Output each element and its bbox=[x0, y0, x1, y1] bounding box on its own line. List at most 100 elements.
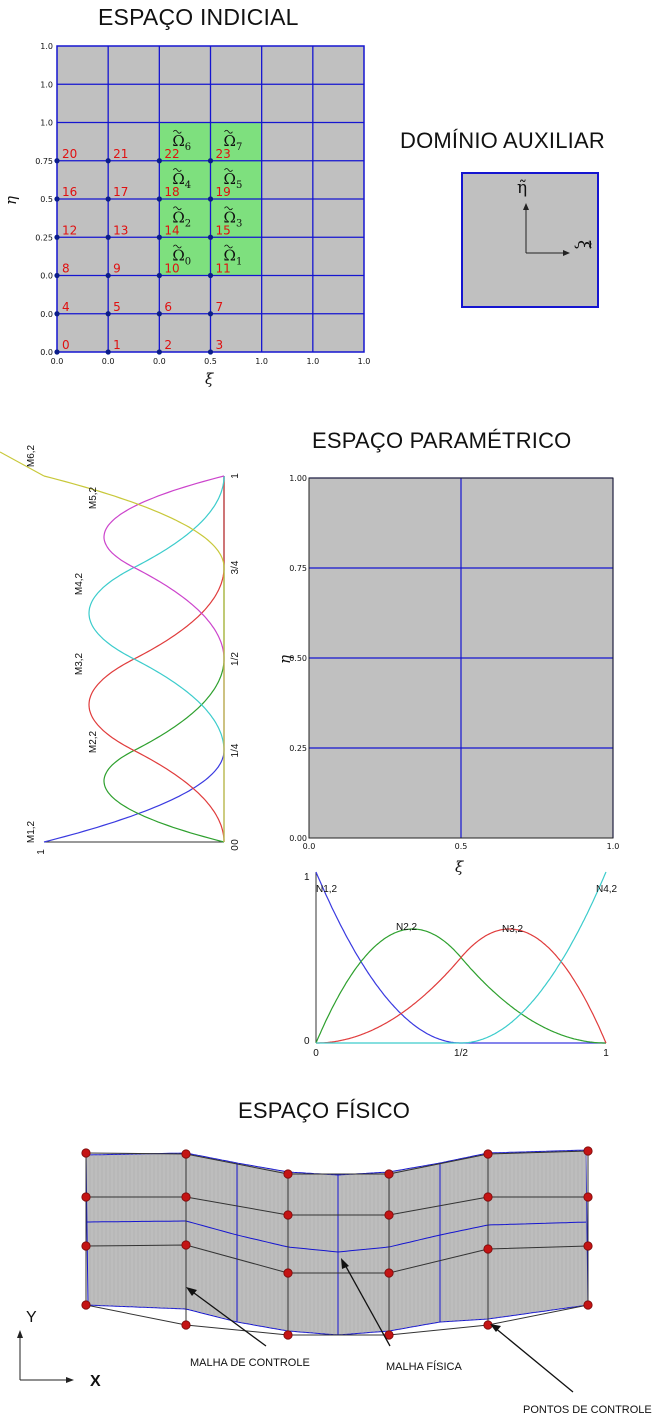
auxiliar-eta-label: η̃ bbox=[517, 178, 527, 198]
basis-xi-curve bbox=[316, 871, 607, 1044]
parametrico-y-tick-label: 0.25 bbox=[289, 744, 307, 753]
parametrico-y-tick-label: 0.00 bbox=[289, 834, 307, 843]
fisico-panel: Y X MALHA DE CONTROLE MALHA FÍSICA PONTO… bbox=[17, 1146, 652, 1416]
control-point bbox=[384, 1169, 394, 1179]
indicial-node-number: 6 bbox=[164, 300, 172, 314]
parametrico-x-tick-label: 0.0 bbox=[303, 842, 316, 851]
basis-eta-curve bbox=[88, 476, 225, 842]
indicial-node bbox=[105, 272, 111, 279]
indicial-element-tilde bbox=[224, 206, 233, 211]
basis-eta-curves bbox=[0, 451, 225, 843]
indicial-node bbox=[156, 311, 162, 317]
indicial-node-number: 15 bbox=[216, 223, 231, 237]
indicial-node bbox=[207, 158, 214, 164]
physical-x-label: X bbox=[90, 1373, 101, 1390]
indicial-y-tick-label: 1.0 bbox=[40, 80, 53, 89]
parametrico-x-tick-label: 1.0 bbox=[607, 842, 620, 851]
title-espaco-fisico: ESPAÇO FÍSICO bbox=[238, 1098, 411, 1123]
title-espaco-indicial: ESPAÇO INDICIAL bbox=[98, 4, 299, 30]
title-dominio-auxiliar: DOMÍNIO AUXILIAR bbox=[400, 128, 605, 153]
annotation-arrow-fisica bbox=[343, 1262, 391, 1347]
control-point bbox=[384, 1210, 394, 1220]
indicial-x-tick-label: 0.5 bbox=[204, 357, 217, 366]
indicial-x-tick-label: 0.0 bbox=[51, 357, 64, 366]
control-point bbox=[283, 1268, 293, 1278]
indicial-node bbox=[207, 311, 214, 317]
basis-xi-x-tick: 0 bbox=[313, 1048, 319, 1059]
indicial-node bbox=[156, 272, 162, 279]
indicial-node-number: 9 bbox=[113, 262, 121, 276]
parametrico-frame bbox=[308, 477, 614, 839]
basis-xi-label: N3,2 bbox=[502, 924, 524, 935]
indicial-y-tick-label: 0.25 bbox=[35, 233, 53, 242]
basis-eta-axis-tick: 1/2 bbox=[230, 652, 241, 666]
basis-xi-x-tick: 1 bbox=[603, 1048, 609, 1059]
physical-y-label: Y bbox=[26, 1309, 37, 1326]
control-point bbox=[181, 1240, 191, 1250]
annotation-arrow-pontos bbox=[493, 1326, 574, 1393]
basis-xi-curve bbox=[316, 928, 607, 1044]
indicial-x-tick-label: 1.0 bbox=[255, 357, 268, 366]
physical-y-arrow-icon bbox=[17, 1330, 23, 1338]
auxiliar-xi-arrow-icon bbox=[563, 250, 570, 256]
indicial-node-number: 3 bbox=[216, 338, 224, 352]
indicial-node bbox=[156, 158, 162, 164]
indicial-node-number: 20 bbox=[62, 147, 77, 161]
basis-xi-label: N1,2 bbox=[316, 884, 338, 895]
indicial-node-number: 10 bbox=[164, 262, 179, 276]
basis-eta-curve bbox=[103, 476, 225, 843]
basis-eta-axis-tick: 0 bbox=[230, 839, 241, 845]
parametrico-y-tick-label: 1.00 bbox=[289, 474, 307, 483]
indicial-y-tick-label: 0.75 bbox=[35, 157, 53, 166]
indicial-node-number: 11 bbox=[216, 262, 231, 276]
indicial-node bbox=[54, 158, 60, 164]
indicial-node-number: 4 bbox=[62, 300, 70, 314]
indicial-node bbox=[156, 196, 162, 202]
indicial-node-number: 14 bbox=[164, 223, 179, 237]
indicial-node bbox=[207, 234, 214, 240]
basis-eta-label: M6,2 bbox=[26, 444, 37, 467]
indicial-y-tick-label: 1.0 bbox=[40, 42, 53, 51]
indicial-node bbox=[156, 349, 162, 355]
indicial-element-tilde bbox=[173, 244, 182, 249]
control-point bbox=[583, 1241, 593, 1251]
indicial-node-number: 23 bbox=[216, 147, 231, 161]
indicial-y-ticks: 1.01.01.00.750.50.250.00.00.0 bbox=[35, 42, 53, 357]
control-net-row bbox=[86, 1196, 588, 1216]
control-point bbox=[81, 1148, 91, 1158]
indicial-y-tick-label: 0.0 bbox=[40, 310, 53, 319]
indicial-element-tilde bbox=[224, 244, 233, 249]
basis-xi-label: N2,2 bbox=[396, 922, 418, 933]
control-point bbox=[384, 1268, 394, 1278]
indicial-node bbox=[207, 272, 214, 279]
basis-eta-label: M3,2 bbox=[74, 652, 85, 675]
control-point bbox=[181, 1320, 191, 1330]
indicial-element-tilde bbox=[173, 168, 182, 172]
auxiliar-eta-arrow-icon bbox=[523, 203, 529, 210]
control-net-row bbox=[85, 1304, 589, 1336]
parametrico-y-ticks: 1.000.750.500.250.00 bbox=[289, 474, 307, 843]
indicial-node-number: 2 bbox=[164, 338, 172, 352]
indicial-node bbox=[156, 234, 162, 240]
indicial-node-number: 16 bbox=[62, 185, 77, 199]
indicial-x-tick-label: 1.0 bbox=[358, 357, 371, 366]
basis-eta-value-tick: 1 bbox=[36, 849, 47, 855]
indicial-y-tick-label: 0.0 bbox=[40, 272, 53, 281]
basis-eta-label: M2,2 bbox=[88, 730, 99, 753]
indicial-node bbox=[54, 234, 60, 240]
indicial-element-tilde bbox=[173, 129, 182, 134]
indicial-node-number: 12 bbox=[62, 223, 77, 237]
control-point bbox=[583, 1300, 593, 1310]
indicial-node bbox=[105, 349, 111, 355]
annotation-arrowhead-controle-icon bbox=[186, 1287, 197, 1296]
parametrico-y-tick-label: 0.50 bbox=[289, 654, 307, 663]
basis-xi-y-tick: 0 bbox=[304, 1036, 310, 1047]
indicial-x-tick-label: 0.0 bbox=[102, 357, 115, 366]
basis-eta-axis-tick: 1/4 bbox=[230, 743, 241, 757]
indicial-node bbox=[105, 158, 111, 164]
physical-mesh-element-line bbox=[86, 1220, 587, 1253]
basis-xi-x-tick: 1/2 bbox=[454, 1048, 468, 1059]
basis-eta-label: M5,2 bbox=[88, 486, 99, 509]
control-points bbox=[81, 1146, 593, 1340]
control-point bbox=[283, 1169, 293, 1179]
